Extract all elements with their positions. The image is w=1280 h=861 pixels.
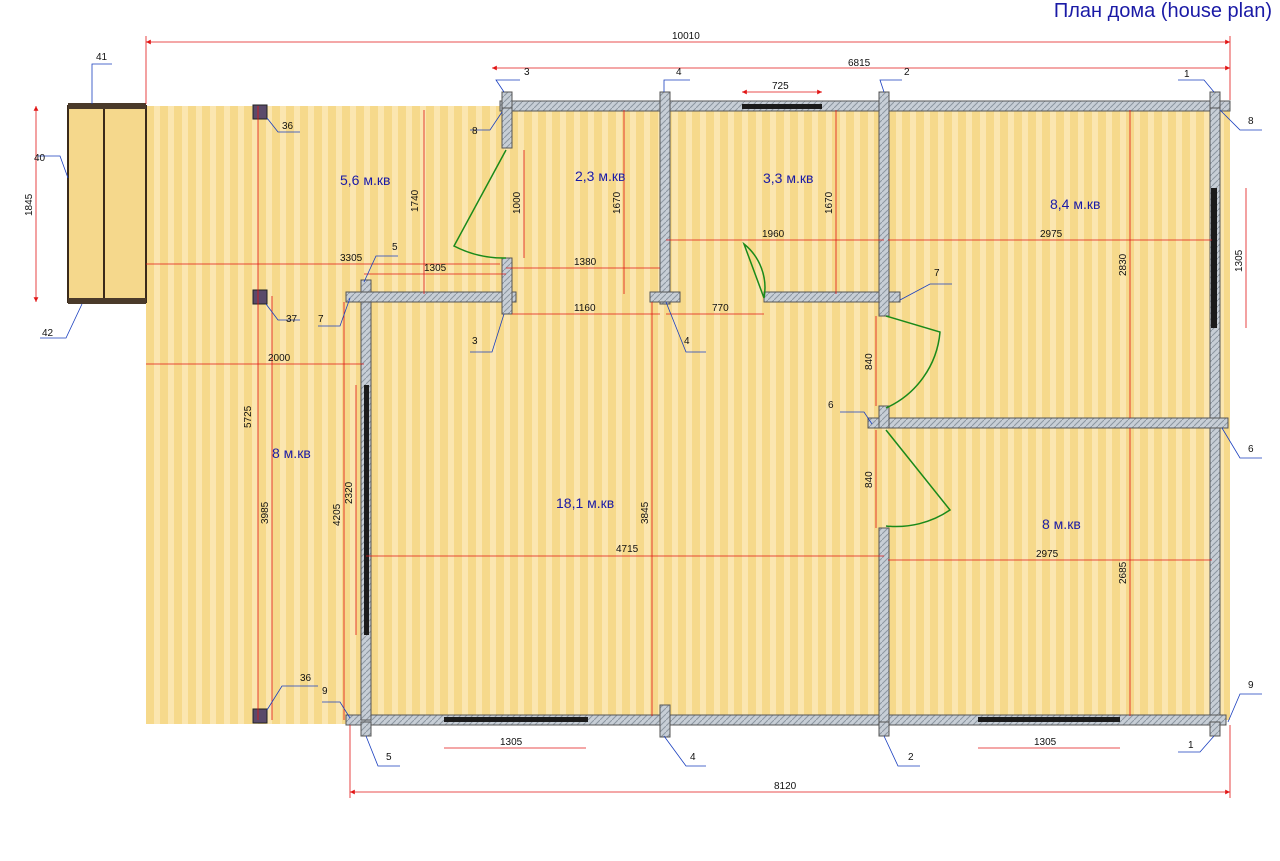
room-area-label: 2,3 м.кв xyxy=(575,168,625,184)
callout-label: 42 xyxy=(42,328,54,339)
dimension-label: 2830 xyxy=(1118,253,1129,276)
callout-label: 2 xyxy=(908,752,914,763)
house-floor xyxy=(364,106,1230,720)
dimension-label: 1960 xyxy=(762,229,785,240)
dimension-label: 6815 xyxy=(848,58,871,69)
dimension-lines xyxy=(33,36,1247,798)
dimension-label: 3985 xyxy=(260,501,271,524)
callout-label: 4 xyxy=(690,752,696,763)
callout-label: 1 xyxy=(1188,740,1194,751)
windows xyxy=(364,104,1217,722)
callout-label: 7 xyxy=(934,268,940,279)
callout-label: 37 xyxy=(286,314,298,325)
door-swings xyxy=(452,149,952,528)
callout-label: 6 xyxy=(1248,444,1254,455)
callout-label: 5 xyxy=(386,752,392,763)
dimension-label: 725 xyxy=(772,81,789,92)
callout-label: 9 xyxy=(1248,680,1254,691)
dimension-label: 3845 xyxy=(640,501,651,524)
room-labels: 5,6 м.кв 2,3 м.кв 3,3 м.кв 8,4 м.кв 8 м.… xyxy=(272,168,1100,532)
callout-labels: 41 40 42 36 37 36 3 4 2 1 8 8 5 7 3 4 7 … xyxy=(34,52,1254,763)
dimension-label: 2975 xyxy=(1040,229,1063,240)
dimension-label: 2000 xyxy=(268,353,291,364)
plan-title: План дома (house plan) xyxy=(1053,0,1272,22)
dimension-label: 10010 xyxy=(672,31,700,42)
callout-label: 4 xyxy=(676,67,682,78)
dimension-label: 1305 xyxy=(500,737,523,748)
dimension-label: 770 xyxy=(712,303,729,314)
callout-label: 3 xyxy=(524,67,530,78)
dimension-label: 8120 xyxy=(774,781,797,792)
dimension-label: 4205 xyxy=(332,503,343,526)
callout-label: 40 xyxy=(34,153,46,164)
dimension-label: 1305 xyxy=(1234,249,1245,272)
dimension-label: 1670 xyxy=(824,191,835,214)
dimension-label: 2685 xyxy=(1118,561,1129,584)
dimension-label: 840 xyxy=(864,353,875,370)
callout-label: 2 xyxy=(904,67,910,78)
dimension-label: 2975 xyxy=(1036,549,1059,560)
dimension-label: 1305 xyxy=(1034,737,1057,748)
callout-label: 5 xyxy=(392,242,398,253)
room-area-label: 8,4 м.кв xyxy=(1050,196,1100,212)
callout-label: 1 xyxy=(1184,69,1190,80)
callout-label: 9 xyxy=(322,686,328,697)
entrance-steps xyxy=(67,103,147,304)
callout-label: 41 xyxy=(96,52,108,63)
dimension-label: 1160 xyxy=(574,303,596,314)
posts xyxy=(252,104,268,724)
callout-label: 36 xyxy=(282,121,294,132)
room-area-label: 3,3 м.кв xyxy=(763,170,813,186)
dimension-label: 1305 xyxy=(424,263,447,274)
callout-label: 3 xyxy=(472,336,478,347)
dimension-label: 840 xyxy=(864,471,875,488)
room-area-label: 8 м.кв xyxy=(1042,516,1081,532)
upper-left-floor xyxy=(146,106,506,298)
room-area-label: 8 м.кв xyxy=(272,445,311,461)
dimension-label: 1380 xyxy=(574,257,597,268)
callout-label: 8 xyxy=(1248,116,1254,127)
dimension-label: 1670 xyxy=(612,191,623,214)
room-area-label: 18,1 м.кв xyxy=(556,495,614,511)
dimension-label: 2320 xyxy=(344,481,355,504)
dimension-label: 3305 xyxy=(340,253,363,264)
dimension-label: 1740 xyxy=(410,189,421,212)
room-area-label: 5,6 м.кв xyxy=(340,172,390,188)
dimension-label: 4715 xyxy=(616,544,639,555)
callout-label: 7 xyxy=(318,314,324,325)
callout-leaders xyxy=(38,63,1262,767)
callout-label: 6 xyxy=(828,400,834,411)
callout-label: 4 xyxy=(684,336,690,347)
callout-label: 8 xyxy=(472,126,478,137)
dimension-label: 1000 xyxy=(512,191,523,214)
dimension-label: 5725 xyxy=(243,405,254,428)
dimension-label: 1845 xyxy=(24,193,35,216)
dimension-labels: 10010 6815 725 1740 1000 1670 1670 1960 … xyxy=(24,31,1245,792)
callout-label: 36 xyxy=(300,673,312,684)
